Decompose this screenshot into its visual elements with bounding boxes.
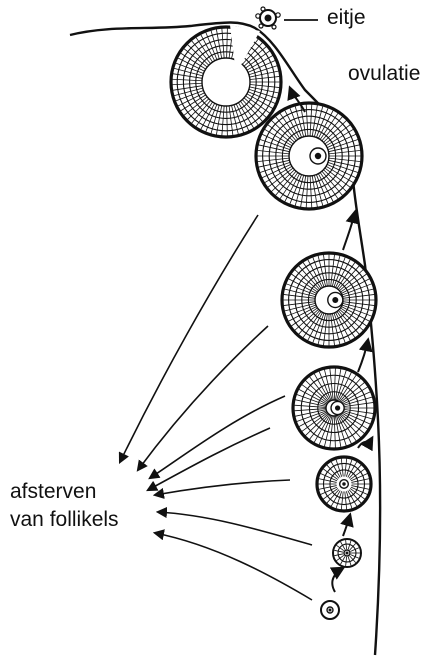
arrow-antral-to-mature [343,212,355,250]
arrow-primary-to-secondary [343,515,350,536]
atresia-arrow-5 [155,480,290,495]
atresia-arrow-1 [120,215,258,462]
arrow-early-antral-to-antral [358,340,368,372]
atresia-arrow-7 [155,533,312,600]
primordial-follicle [321,601,339,619]
released-egg [256,7,280,29]
primary-follicle [333,539,361,567]
ruptured-follicle [171,25,281,137]
secondary-follicle [317,457,371,511]
atresia-label-line1: afsterven [10,480,96,504]
antral-follicle [282,253,376,347]
atresia-arrow-2 [138,326,268,470]
early-antral-follicle [293,367,375,449]
ovulation-label: ovulatie [348,62,420,86]
atresia-label-line2: van follikels [10,508,119,532]
atresia-arrow-3 [150,396,285,478]
atresia-arrows [120,215,312,600]
arrow-primordial-to-primary [332,568,343,592]
egg-label: eitje [327,6,366,30]
mature-graafian-follicle [256,103,362,209]
